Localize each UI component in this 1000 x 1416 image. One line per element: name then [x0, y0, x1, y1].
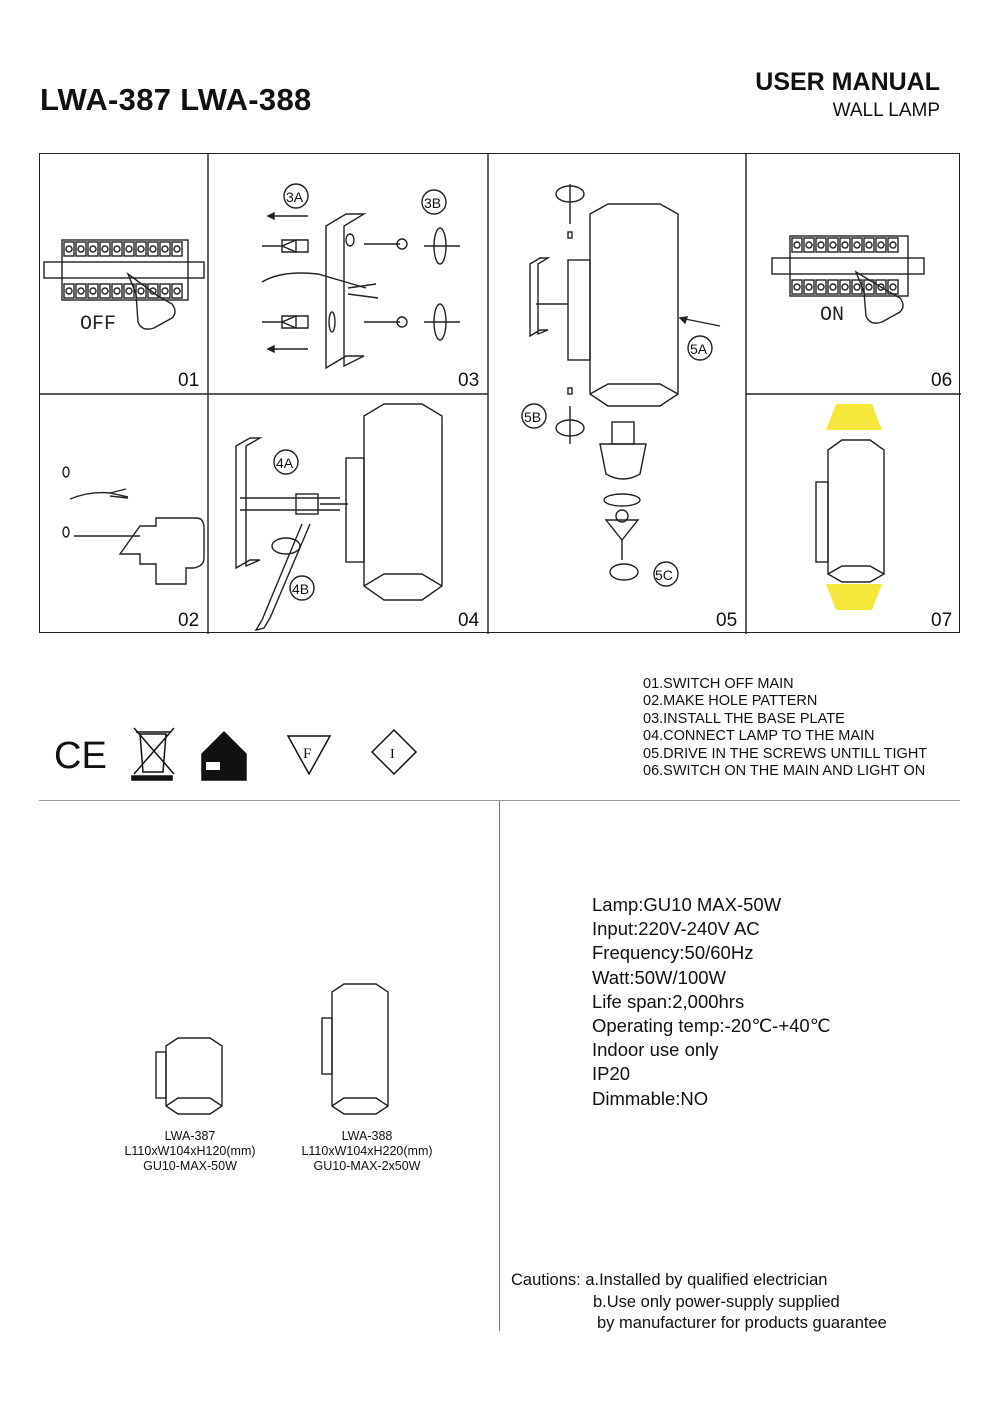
- weee-bin-icon: [131, 727, 175, 781]
- light-glow-bottom: [826, 584, 882, 610]
- spec-lamp: Lamp:GU10 MAX-50W: [592, 894, 782, 915]
- step-item: 03.INSTALL THE BASE PLATE: [643, 710, 845, 727]
- panel-07: 07: [815, 404, 952, 631]
- cautions-label: Cautions:: [511, 1271, 581, 1289]
- lwa-388-caption: LWA-388 L110xW104xH220(mm) GU10-MAX-2x50…: [277, 1129, 457, 1174]
- panel-06: ON 06: [771, 235, 952, 391]
- panel-number-02: 02: [178, 610, 199, 631]
- model-dimensions: L110xW104xH120(mm): [124, 1144, 256, 1158]
- panel-02: 02: [62, 466, 205, 631]
- model-name: LWA-388: [341, 1129, 393, 1143]
- step-item: 05.DRIVE IN THE SCREWS UNTILL TIGHT: [643, 745, 928, 762]
- gu10-bulb-icon: [599, 421, 647, 480]
- rotate-arrow-icon: [424, 227, 460, 341]
- step-item: 04.CONNECT LAMP TO THE MAIN: [643, 728, 875, 745]
- terminal-block-icon: [771, 235, 925, 297]
- step-item: 02.MAKE HOLE PATTERN: [643, 693, 818, 710]
- panel-01: OFF 01: [43, 239, 205, 391]
- panel-05: 5A 5B 5C 05: [521, 184, 737, 631]
- lamp-body-icon: [815, 439, 885, 583]
- caution-b-cont: by manufacturer for products guarantee: [597, 1314, 887, 1332]
- product-type: WALL LAMP: [832, 100, 940, 121]
- panel-04: 4A 4B 04: [235, 403, 480, 632]
- lwa-388-drawing: [321, 983, 389, 1115]
- spec-life-span: Life span:2,000hrs: [592, 990, 745, 1012]
- connector-icon: [295, 493, 319, 515]
- class-ii-house-icon: [201, 730, 247, 781]
- panel-03: 3A 3B 03: [261, 183, 479, 391]
- panel-number-07: 07: [931, 610, 952, 631]
- manual-title: USER MANUAL: [755, 68, 940, 96]
- terminal-block-icon: [43, 239, 205, 301]
- spec-dimmable: Dimmable:NO: [592, 1087, 709, 1109]
- ce-mark-icon: CE: [54, 735, 107, 777]
- lwa-387-drawing: [155, 1037, 223, 1115]
- model-title: LWA-387 LWA-388: [40, 82, 312, 117]
- instruction-illustrations: OFF 01 02 3A 3B: [40, 154, 961, 634]
- hand-icon: [854, 270, 904, 324]
- f-mark-icon: F: [286, 735, 332, 776]
- caution-b: b.Use only power-supply supplied: [593, 1292, 840, 1311]
- model-bulb: GU10-MAX-2x50W: [313, 1159, 421, 1173]
- installation-steps: 01.SWITCH OFF MAIN 02.MAKE HOLE PATTERN …: [643, 676, 927, 780]
- wall-plug-icon: [262, 238, 309, 330]
- spec-frequency: Frequency:50/60Hz: [592, 942, 754, 964]
- rotate-arrow-icon: [609, 563, 639, 581]
- step-item: 01.SWITCH OFF MAIN: [643, 676, 794, 692]
- base-plate-icon: [529, 257, 551, 338]
- callout-5a: 5A: [690, 341, 708, 357]
- panel-number-01: 01: [178, 370, 199, 391]
- callout-4a: 4A: [276, 455, 294, 471]
- cautions: Cautions: a.Installed by qualified elect…: [511, 1270, 887, 1335]
- off-label: OFF: [80, 313, 116, 336]
- svg-text:F: F: [303, 746, 311, 762]
- product-drawings: [155, 983, 389, 1115]
- base-plate-icon: [235, 437, 263, 570]
- lamp-body-icon: [345, 403, 443, 601]
- lwa-387-caption: LWA-387 L110xW104xH120(mm) GU10-MAX-50W: [100, 1129, 280, 1174]
- cable-icon: [69, 488, 129, 500]
- step-item: 06.SWITCH ON THE MAIN AND LIGHT ON: [643, 763, 926, 780]
- caution-a: a.Installed by qualified electrician: [585, 1271, 828, 1289]
- spec-ip: IP20: [592, 1063, 631, 1085]
- callout-3b: 3B: [424, 195, 441, 211]
- callout-5b: 5B: [524, 409, 541, 425]
- callout-3a: 3A: [286, 189, 304, 205]
- instruction-grid: OFF 01 02 3A 3B: [39, 153, 961, 634]
- callout-5c: 5C: [655, 567, 673, 583]
- panel-number-03: 03: [458, 370, 479, 391]
- spec-watt: Watt:50W/100W: [592, 966, 726, 988]
- panel-number-06: 06: [931, 370, 952, 391]
- lamp-body-icon: [567, 203, 679, 407]
- spec-input: Input:220V-240V AC: [592, 918, 760, 940]
- cable-icon: [261, 272, 379, 299]
- drill-icon: [118, 517, 205, 585]
- spec-indoor: Indoor use only: [592, 1039, 719, 1061]
- certification-icons: CE F I: [54, 727, 418, 781]
- base-plate-icon: [325, 213, 367, 370]
- on-label: ON: [820, 304, 844, 327]
- model-bulb: GU10-MAX-50W: [143, 1159, 237, 1173]
- light-glow-top: [826, 404, 882, 430]
- spec-operating-temp: Operating temp:-20℃-+40℃: [592, 1015, 831, 1037]
- screw-icon: [364, 238, 408, 328]
- model-dimensions: L110xW104xH220(mm): [301, 1144, 433, 1158]
- svg-text:I: I: [390, 747, 395, 762]
- callout-4b: 4B: [292, 581, 309, 597]
- section-divider-horizontal: [39, 800, 960, 801]
- panel-number-04: 04: [458, 610, 480, 631]
- model-name: LWA-387: [164, 1129, 216, 1143]
- info-diamond-icon: I: [370, 728, 418, 776]
- specifications: Lamp:GU10 MAX-50W Input:220V-240V AC Fre…: [592, 893, 831, 1111]
- section-divider-vertical: [499, 801, 500, 1331]
- anchor-icon: [62, 466, 70, 478]
- bulb-holder-icon: [603, 493, 641, 542]
- hand-icon: [126, 271, 176, 330]
- panel-number-05: 05: [716, 610, 737, 631]
- screwdriver-icon: [254, 523, 311, 632]
